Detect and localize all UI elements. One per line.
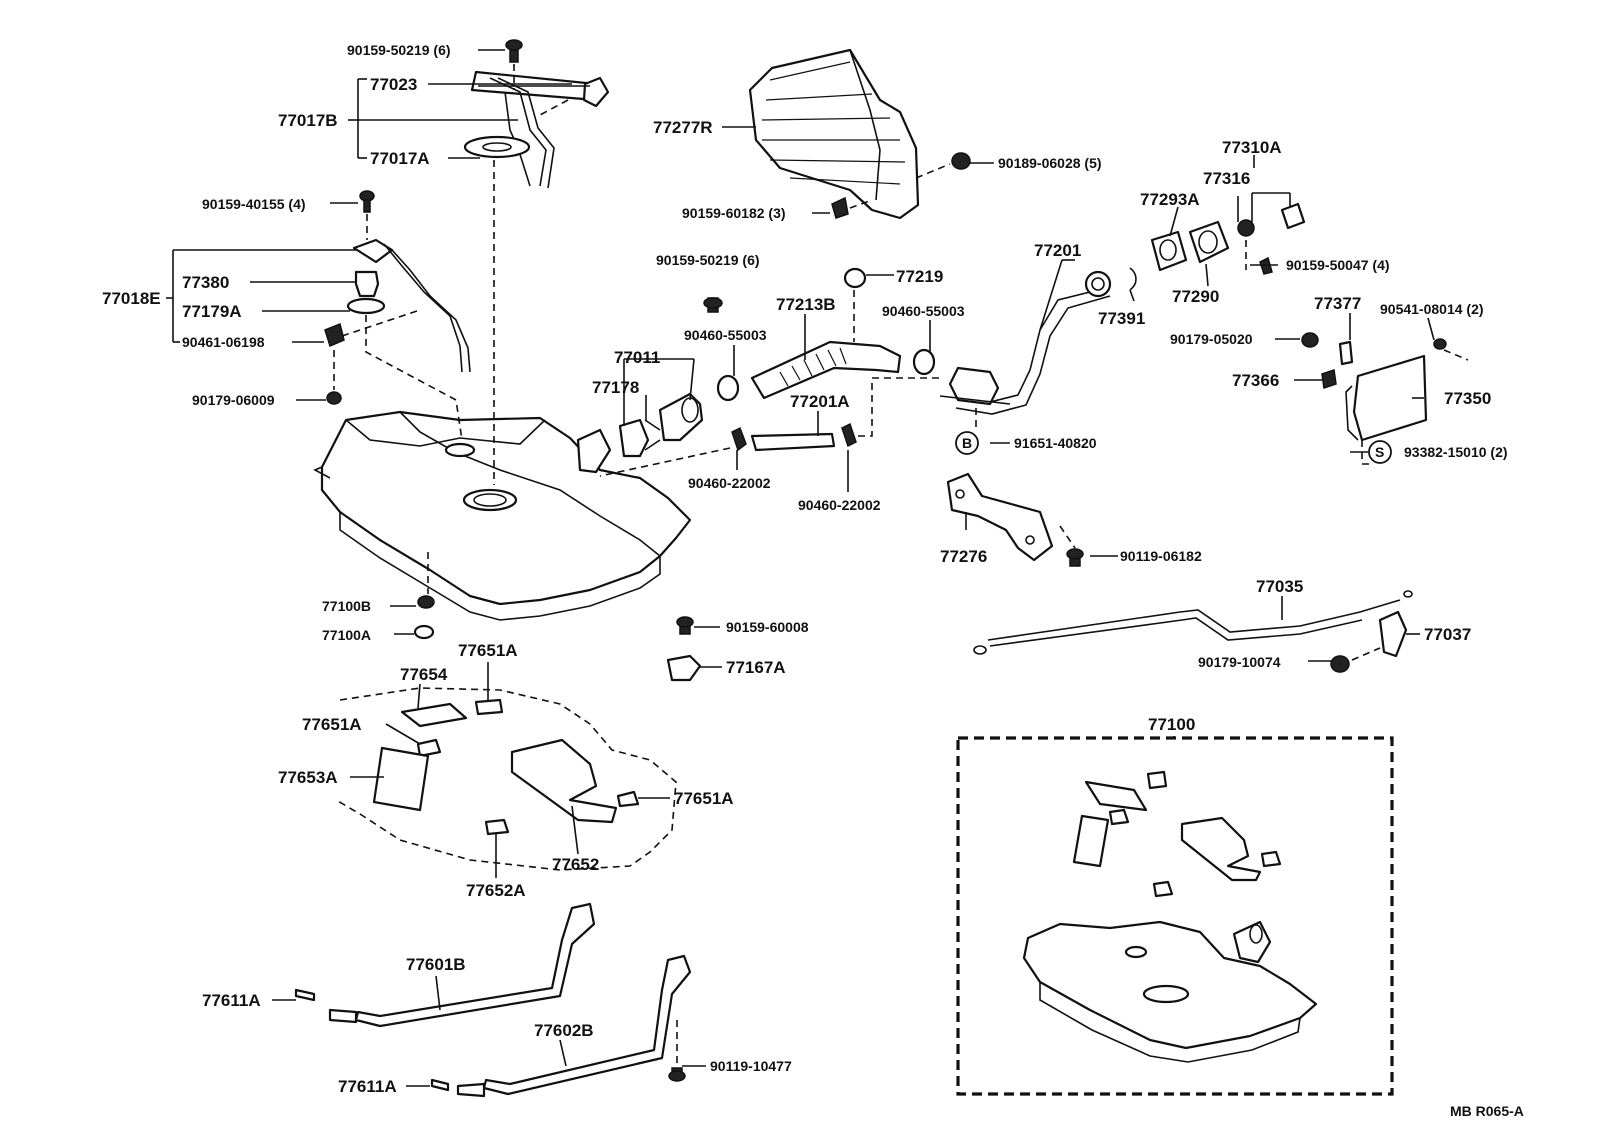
label-77167A: 77167A bbox=[726, 658, 786, 677]
circle-s bbox=[1368, 440, 1392, 464]
breather-hose-77201A bbox=[599, 377, 940, 477]
filler-pipe-77011 bbox=[618, 392, 704, 458]
label-77652: 77652 bbox=[552, 855, 599, 874]
label-90461-06198: 90461-06198 bbox=[182, 334, 265, 350]
label-90460-22002-a: 90460-22002 bbox=[688, 475, 771, 491]
fuel-lid-cable-77035 bbox=[973, 590, 1413, 673]
label-77611A-a: 77611A bbox=[202, 991, 261, 1010]
label-77602B: 77602B bbox=[534, 1021, 594, 1040]
label-93382-15010: 93382-15010 (2) bbox=[1404, 444, 1508, 460]
label-77653A: 77653A bbox=[278, 768, 338, 787]
part-labels: 90159-50219 (6) 77023 77017B 77017A 9015… bbox=[102, 42, 1524, 1119]
label-77651A-left: 77651A bbox=[302, 715, 362, 734]
label-77380: 77380 bbox=[182, 273, 229, 292]
label-77350: 77350 bbox=[1444, 389, 1491, 408]
label-90460-55003-a: 90460-55003 bbox=[882, 303, 965, 319]
cushions-77100 bbox=[413, 552, 702, 682]
label-90460-55003-b: 90460-55003 bbox=[684, 327, 767, 343]
label-77611A-b: 77611A bbox=[338, 1077, 397, 1096]
label-77316: 77316 bbox=[1203, 169, 1250, 188]
label-77651A-top: 77651A bbox=[458, 641, 518, 660]
circle-b bbox=[955, 431, 979, 455]
label-77310A: 77310A bbox=[1222, 138, 1282, 157]
label-77276: 77276 bbox=[940, 547, 987, 566]
label-77179A: 77179A bbox=[182, 302, 242, 321]
label-77213B: 77213B bbox=[776, 295, 836, 314]
label-90159-50047: 90159-50047 (4) bbox=[1286, 257, 1390, 273]
label-b: B bbox=[962, 435, 972, 451]
label-90189-06028: 90189-06028 (5) bbox=[998, 155, 1102, 171]
label-77023: 77023 bbox=[370, 75, 417, 94]
label-77017B: 77017B bbox=[278, 111, 338, 130]
label-90119-06182: 90119-06182 bbox=[1120, 548, 1202, 564]
label-77290: 77290 bbox=[1172, 287, 1219, 306]
label-90179-05020: 90179-05020 bbox=[1170, 331, 1253, 347]
label-90159-60182: 90159-60182 (3) bbox=[682, 205, 786, 221]
label-77651A-right: 77651A bbox=[674, 789, 734, 808]
label-77011: 77011 bbox=[614, 348, 660, 367]
label-77100: 77100 bbox=[1148, 715, 1195, 734]
diagram-code: MB R065-A bbox=[1450, 1103, 1524, 1119]
heat-shield-77277R bbox=[748, 48, 971, 220]
tank-insulator-pads bbox=[335, 687, 677, 871]
fuel-sender-assembly bbox=[463, 39, 610, 485]
label-77037: 77037 bbox=[1424, 625, 1471, 644]
label-77377: 77377 bbox=[1314, 294, 1361, 313]
label-77201A: 77201A bbox=[790, 392, 850, 411]
label-77652A: 77652A bbox=[466, 881, 526, 900]
tank-band-77601B bbox=[294, 902, 596, 1028]
label-90159-40155: 90159-40155 (4) bbox=[202, 196, 306, 212]
gauge-assembly-77018E bbox=[324, 190, 471, 441]
label-90159-60008: 90159-60008 bbox=[726, 619, 809, 635]
label-90460-22002-b: 90460-22002 bbox=[798, 497, 881, 513]
label-90119-10477: 90119-10477 bbox=[710, 1058, 792, 1074]
label-s: S bbox=[1375, 444, 1384, 460]
label-77366: 77366 bbox=[1232, 371, 1279, 390]
label-90159-50219-mid: 90159-50219 (6) bbox=[656, 252, 760, 268]
label-77100B: 77100B bbox=[322, 598, 371, 614]
label-77601B: 77601B bbox=[406, 955, 466, 974]
label-77100A: 77100A bbox=[322, 627, 371, 643]
label-90179-06009: 90179-06009 bbox=[192, 392, 275, 408]
filler-cap-parts bbox=[1150, 192, 1306, 275]
bracket-77276 bbox=[946, 472, 1084, 567]
label-90159-50219-top: 90159-50219 (6) bbox=[347, 42, 451, 58]
leader-lines bbox=[166, 49, 1435, 1087]
label-77293A: 77293A bbox=[1140, 190, 1200, 209]
label-77201: 77201 bbox=[1034, 241, 1081, 260]
label-77017A: 77017A bbox=[370, 149, 430, 168]
fuel-tank bbox=[313, 410, 692, 621]
fuel-lid-77350 bbox=[1301, 332, 1469, 465]
label-77277R: 77277R bbox=[653, 118, 713, 137]
tank-assembly-77100-box bbox=[956, 736, 1394, 1096]
label-77018E: 77018E bbox=[102, 289, 161, 308]
label-90179-10074: 90179-10074 bbox=[1198, 654, 1281, 670]
tank-band-77602B bbox=[430, 954, 692, 1098]
label-77391: 77391 bbox=[1098, 309, 1145, 328]
label-90541-08014: 90541-08014 (2) bbox=[1380, 301, 1484, 317]
label-77178: 77178 bbox=[592, 378, 639, 397]
label-77035: 77035 bbox=[1256, 577, 1303, 596]
label-91651-40820: 91651-40820 bbox=[1014, 435, 1097, 451]
fuel-inlet-hose-77213B bbox=[703, 267, 936, 402]
filler-neck-77201 bbox=[939, 267, 1137, 430]
label-77219: 77219 bbox=[896, 267, 943, 286]
label-77654: 77654 bbox=[400, 665, 448, 684]
